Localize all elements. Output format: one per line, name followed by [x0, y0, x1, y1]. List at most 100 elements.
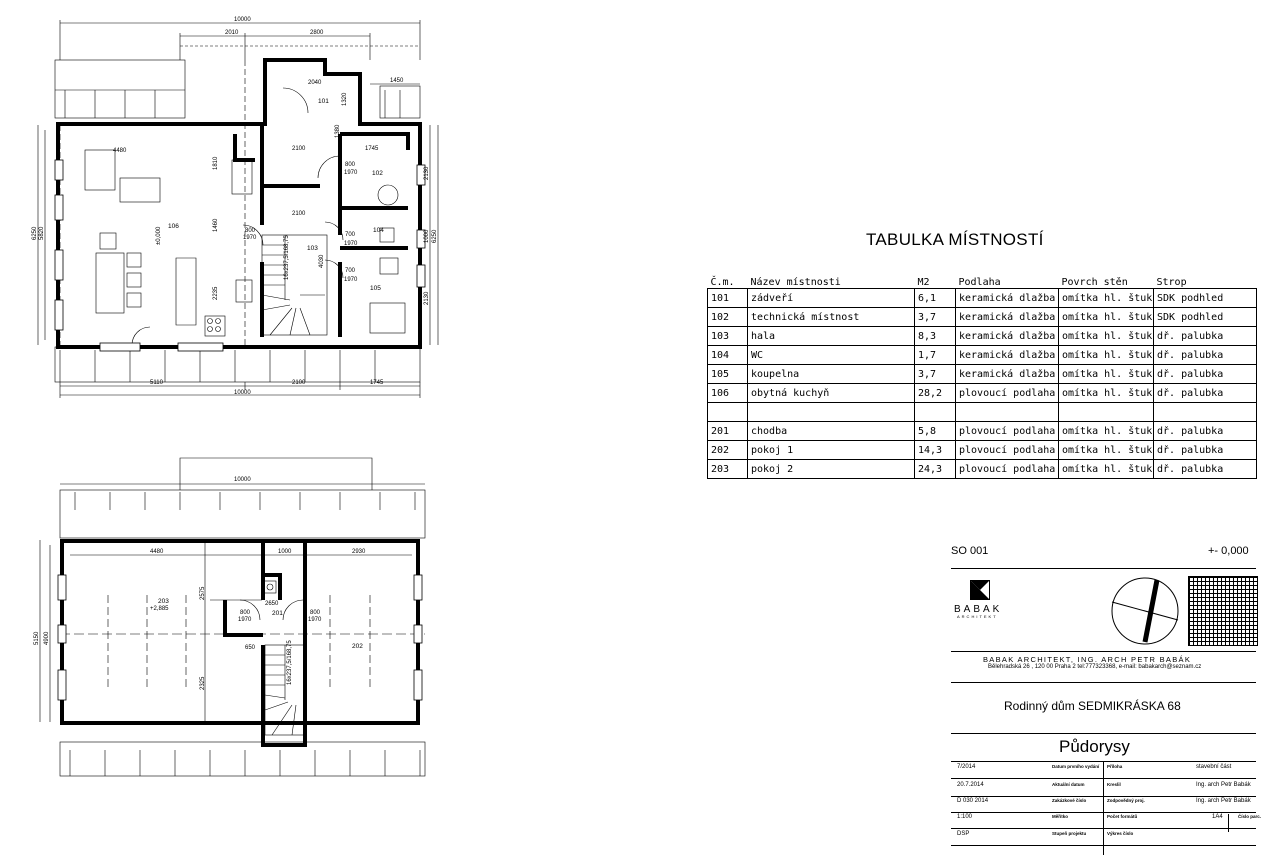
- table-cell: dř. palubka: [1153, 326, 1257, 346]
- title-block-label: Stupeň projektu: [1052, 831, 1087, 836]
- svg-text:2040: 2040: [308, 80, 322, 86]
- title-block-label: Číslo parc.: [1238, 814, 1262, 819]
- logo-area: [951, 568, 1256, 652]
- svg-text:1450: 1450: [390, 78, 404, 84]
- upper-floor-plan: [39, 457, 426, 777]
- table-cell: omítka hl. štuk: [1058, 345, 1154, 365]
- svg-text:4900: 4900: [44, 631, 50, 645]
- svg-text:800: 800: [240, 610, 251, 616]
- table-cell: omítka hl. štuk: [1058, 440, 1154, 460]
- svg-text:2100: 2100: [292, 380, 306, 386]
- table-cell: dř. palubka: [1153, 383, 1257, 403]
- title-block-label: Příloha: [1107, 764, 1123, 769]
- table-cell: [1058, 402, 1154, 422]
- svg-text:10000: 10000: [234, 17, 251, 23]
- table-cell: 202: [707, 440, 748, 460]
- ground-floor-windows: [54, 159, 426, 352]
- table-cell: keramická dlažba: [955, 345, 1059, 365]
- table-cell: omítka hl. štuk: [1058, 326, 1154, 346]
- title-block-label: Kreslil: [1107, 782, 1121, 787]
- upper-floor-windows: [57, 574, 423, 701]
- title-block-value: stavební část: [1196, 764, 1232, 770]
- svg-text:203: 203: [158, 598, 169, 605]
- svg-text:650: 650: [245, 645, 256, 651]
- divider: [951, 733, 1256, 734]
- table-cell: omítka hl. štuk: [1058, 307, 1154, 327]
- table-cell: 102: [707, 307, 748, 327]
- table-cell: 28,2: [914, 383, 956, 403]
- svg-text:800: 800: [345, 162, 356, 168]
- table-cell: 14,3: [914, 440, 956, 460]
- table-cell: 203: [707, 459, 748, 479]
- table-cell: 105: [707, 364, 748, 384]
- table-cell: omítka hl. štuk: [1058, 383, 1154, 403]
- svg-text:2235: 2235: [213, 286, 219, 300]
- title-block-value: 7/2014: [957, 764, 976, 770]
- ground-floor-dimensions: 10000 2010 2800 1450 5110 2100 1745 1000…: [113, 17, 404, 396]
- svg-text:2650: 2650: [265, 601, 279, 607]
- table-cell: hala: [747, 326, 915, 346]
- svg-text:1970: 1970: [344, 241, 358, 247]
- title-block-label: Aktuální datum: [1052, 782, 1085, 787]
- table-cell: [955, 402, 1059, 422]
- svg-text:16x237,5/168,75: 16x237,5/168,75: [284, 235, 290, 280]
- svg-text:2325: 2325: [200, 676, 206, 690]
- ground-floor-vertical-dimensions: 6250 5820 1810 1460 2235 4030 1320 1380 …: [32, 92, 438, 305]
- svg-text:102: 102: [372, 170, 383, 177]
- ground-floor-walls: [56, 58, 422, 349]
- table-cell: keramická dlažba: [955, 326, 1059, 346]
- svg-text:2130: 2130: [424, 166, 430, 180]
- table-cell: 8,3: [914, 326, 956, 346]
- title-block-value: 20.7.2014: [957, 782, 984, 788]
- svg-text:6250: 6250: [32, 226, 38, 240]
- table-row: [707, 402, 1257, 422]
- table-cell: chodba: [747, 421, 915, 441]
- table-cell: 3,7: [914, 364, 956, 384]
- ground-floor-room-numbers: 101 102 103 104 105 106: [168, 98, 384, 292]
- table-cell: [747, 402, 915, 422]
- table-cell: [914, 402, 956, 422]
- logo-mark-icon: [971, 581, 989, 599]
- svg-text:700: 700: [345, 232, 356, 238]
- upper-floor-dimensions: 10000 4480 1000 2930 2650 800 1970 800 1…: [34, 477, 366, 690]
- table-cell: zádveří: [747, 288, 915, 308]
- divider: [951, 682, 1256, 683]
- firm-name: BABAK ARCHITEKT, ING. ARCH PETR BABÁK: [983, 655, 1192, 664]
- room-table: Č.m. Název místnosti M2 Podlaha Povrch s…: [707, 268, 1257, 479]
- header-cell: Č.m.: [710, 277, 735, 288]
- svg-text:1745: 1745: [370, 380, 384, 386]
- table-cell: 3,7: [914, 307, 956, 327]
- room-table-title: TABULKA MÍSTNOSTÍ: [866, 230, 1044, 249]
- table-cell: plovoucí podlaha: [955, 459, 1059, 479]
- grid-pattern-icon: [1188, 576, 1258, 646]
- svg-text:±0,000: ±0,000: [156, 226, 162, 245]
- svg-text:10000: 10000: [234, 390, 251, 396]
- table-cell: 5,8: [914, 421, 956, 441]
- table-cell: 201: [707, 421, 748, 441]
- firm-address: Bělehradská 26 , 120 00 Praha 2 tel:7773…: [988, 664, 1202, 670]
- table-cell: dř. palubka: [1153, 364, 1257, 384]
- svg-text:1320: 1320: [342, 92, 348, 106]
- svg-text:4030: 4030: [319, 254, 325, 268]
- logo-name: BABAK: [954, 604, 1003, 615]
- table-cell: 1,7: [914, 345, 956, 365]
- table-cell: 6,1: [914, 288, 956, 308]
- floor-plans: 10000 2010 2800 1450 5110 2100 1745 1000…: [32, 17, 439, 777]
- reference-level: +- 0,000: [1208, 545, 1249, 557]
- svg-text:202: 202: [352, 643, 363, 650]
- ground-floor-plan: [37, 20, 439, 398]
- svg-text:1000: 1000: [278, 549, 292, 555]
- header-cell: Název místnosti: [750, 277, 841, 288]
- svg-text:800: 800: [310, 610, 321, 616]
- architect-logo-icon: [970, 580, 990, 600]
- title-block-value: D 030 2014: [957, 798, 989, 804]
- header-cell: M2: [917, 277, 930, 288]
- table-cell: omítka hl. štuk: [1058, 364, 1154, 384]
- title-block-label: Zakázkové číslo: [1052, 798, 1087, 803]
- svg-text:1000: 1000: [424, 229, 430, 243]
- table-cell: technická místnost: [747, 307, 915, 327]
- svg-text:+2,885: +2,885: [150, 606, 169, 612]
